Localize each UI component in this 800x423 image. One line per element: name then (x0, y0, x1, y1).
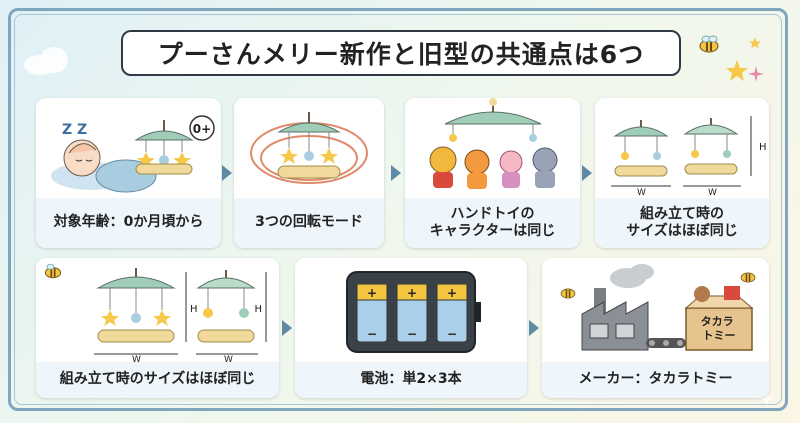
factory-illustration: タカラ トミー (581, 264, 754, 351)
height-label: H (254, 304, 262, 315)
eeyore-figure (532, 147, 558, 188)
maker-box-line-1: タカラ (701, 315, 734, 328)
star-icon (726, 60, 748, 81)
card-label: 対象年齢：0か月頃から (36, 198, 221, 248)
arrow-right-icon (529, 320, 539, 336)
bee-icon (699, 35, 719, 53)
battery-pack-illustration: + − + − + − (346, 271, 481, 353)
rotating-mobile-illustration (250, 112, 368, 184)
card-battery: + − + − + − 電池：単2×3本 (295, 258, 527, 398)
card-target-age: 0+ Z Z 対象年齢：0か月頃から (36, 98, 221, 248)
height-label: H (190, 304, 198, 315)
card-label: 組み立て時のサイズはほぼ同じ (36, 362, 279, 398)
sparkle-icon (748, 66, 764, 82)
page-title: プーさんメリー新作と旧型の共通点は6つ (121, 30, 681, 76)
arrow-right-icon (222, 165, 232, 181)
piglet-figure (499, 150, 523, 188)
minus-sign: − (367, 327, 377, 341)
pooh-figure (429, 146, 457, 188)
outer-frame (8, 8, 788, 411)
cloud-decoration (24, 47, 68, 75)
card-label: メーカー：タカラトミー (542, 362, 769, 398)
width-label: W (637, 188, 646, 198)
plus-sign: + (447, 286, 457, 300)
bee-icon (44, 263, 62, 279)
plus-sign: + (407, 286, 417, 300)
inner-frame (14, 14, 782, 405)
sleeping-baby-illustration: 0+ Z Z (51, 115, 215, 193)
bee-icon (560, 288, 576, 299)
plus-sign: + (367, 286, 377, 300)
width-label: W (708, 188, 717, 198)
characters-mobile-illustration (429, 98, 558, 189)
width-label: W (224, 355, 233, 363)
minus-sign: − (407, 327, 417, 341)
card-hand-toy: ハンドトイの キャラクターは同じ (405, 98, 580, 248)
age-badge: 0+ (193, 122, 211, 136)
card-label: 電池：単2×3本 (295, 362, 527, 398)
card-assembled-size-detail: H H W W 組み立て時のサイズはほぼ同じ (36, 258, 279, 398)
arrow-right-icon (582, 165, 592, 181)
card-label: 3つの回転モード (234, 198, 384, 248)
arrow-right-icon (391, 165, 401, 181)
card-rotation-modes: 3つの回転モード (234, 98, 384, 248)
size-comparison-illustration: H H W W (94, 268, 267, 363)
minus-sign: − (447, 327, 457, 341)
card-label: 組み立て時の サイズはほぼ同じ (595, 198, 769, 248)
maker-box-text: タカラ トミー (701, 315, 738, 342)
card-assembled-size: H W W 組み立て時の サイズはほぼ同じ (595, 98, 769, 248)
star-icon (749, 37, 761, 49)
maker-box-line-2: トミー (703, 329, 736, 342)
width-label: W (132, 355, 141, 363)
bee-icon (740, 272, 756, 283)
card-label: ハンドトイの キャラクターは同じ (405, 198, 580, 248)
size-comparison-illustration: H W W (611, 116, 767, 198)
tigger-figure (464, 149, 490, 189)
sleep-z-text: Z Z (62, 122, 87, 138)
card-maker: タカラ トミー メーカー：タカラトミー (542, 258, 769, 398)
sparkle-icon (760, 392, 774, 406)
arrow-right-icon (282, 320, 292, 336)
height-label: H (759, 142, 767, 153)
